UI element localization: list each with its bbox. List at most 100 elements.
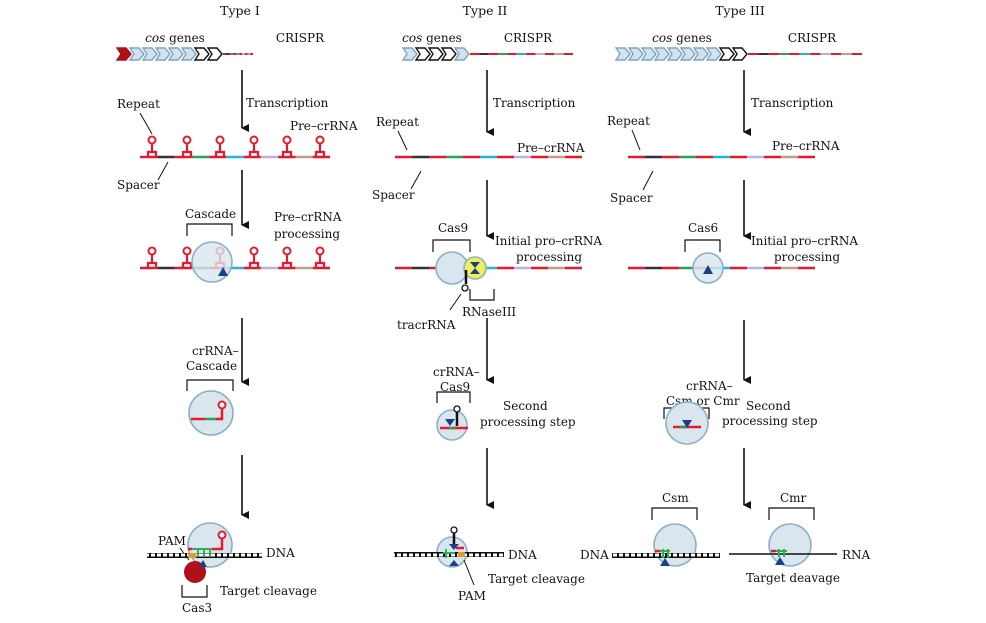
pam-label-1: PAM [158,534,186,548]
pre-crrna-processing-label-b: processing [274,227,340,241]
cascade-label: Cascade [185,207,236,221]
cas-gene [614,47,631,61]
cascade-bracket [186,223,233,236]
cas-gene [180,47,197,61]
repeat-hairpin-loop [147,135,157,145]
cos-genes-label-2: cos genes [402,31,462,45]
title-type-3: Type III [715,3,765,18]
rnaseiii-label: RNaseIII [462,305,516,319]
repeat-hairpin-stem [248,143,260,157]
pam-pointer-2 [463,559,475,586]
crrna-csm-cmr-label-a: crRNA– [686,379,733,393]
transcription-label-3: Transcription [751,96,834,110]
cas-gene [692,47,709,61]
hairpin-loop [217,400,227,410]
cas-gene [705,47,722,61]
cas-gene-outlined [427,47,444,61]
base-pairing-csm [660,549,670,558]
spacer-pointer-3 [642,170,654,191]
cos-genes-label-3: cos genes [652,31,712,45]
type-2-target-complex [394,526,504,568]
initial-processing-label-3b: processing [774,250,840,264]
initial-processing-label-2b: processing [516,250,582,264]
dna-label-1: DNA [266,546,295,560]
crrna-repeat-stem [216,408,224,421]
title-type-1: Type I [220,3,260,18]
cas-gene [640,47,657,61]
cas-gene-cluster-type-3 [614,47,748,61]
cascade-protein-bound [187,522,233,568]
cas-gene [141,47,158,61]
rnaseiii-cleavage-icon [470,262,480,274]
cas6-complex [692,252,724,284]
pre-crrna-processing-1 [140,241,330,283]
base-pairing-2 [443,549,455,558]
process-arrows [241,70,751,519]
base-pairing [192,548,212,557]
repeat-hairpin-stem [281,254,293,268]
cas-gene-outlined [718,47,735,61]
cleavage-triangle-3 [703,265,713,274]
repeat-hairpin-loop [315,246,325,256]
cmr-target-complex [729,523,837,567]
tracrrna-label: tracrRNA [397,318,456,332]
tracrrna-loop-3 [450,526,458,534]
pam-site-2 [458,552,465,557]
rnaseiii-bracket [469,289,495,301]
repeat-hairpin-stem [214,143,226,157]
cas-gene-outlined [414,47,431,61]
repeat-hairpin-stem [146,254,158,268]
repeat-hairpin-loop [282,135,292,145]
csm-target-complex [612,523,720,567]
cas-gene [627,47,644,61]
repeat-hairpin-loop [315,135,325,145]
cas-gene [653,47,670,61]
cas3-bracket [181,585,208,598]
repeat-hairpin-stem [181,143,193,157]
crrna-csm-cmr-complex [665,401,709,445]
dna-duplex-2 [394,552,504,557]
cas-gene-outlined [731,47,748,61]
pre-crrna-label-2: Pre–crRNA [517,141,585,155]
cas-gene [666,47,683,61]
crispr-label-3: CRISPR [788,31,837,45]
cas-gene-cluster-type-2 [401,47,470,61]
initial-processing-label-3a: Initial pro–crRNA [751,234,858,248]
spacer-label-1: Spacer [117,178,160,192]
crrna-cas9-label-a: crRNA– [433,365,480,379]
repeat-hairpin-stem [248,254,260,268]
cleavage-triangle-1 [199,560,207,567]
crrna-cascade-complex [188,390,234,436]
transcription-label-1: Transcription [246,96,329,110]
repeat-hairpin-stem [314,254,326,268]
crrna-stem [212,538,224,551]
cas-gene [128,47,145,61]
cas-gene [154,47,171,61]
spacer-label-3: Spacer [610,191,653,205]
repeat-hairpin-loop [215,135,225,145]
repeat-hairpin-loop [249,246,259,256]
crrna-cascade-label-a: crRNA– [192,344,239,358]
cas6-bracket [684,239,721,252]
second-step-label-3a: Second [746,399,791,413]
cascade-protein [188,390,234,436]
repeat-hairpin-stem [146,143,158,157]
repeat-hairpin-loop [282,246,292,256]
repeat-pointer-3 [631,129,641,151]
repeat-hairpin-loop [147,246,157,256]
second-step-label-2a: Second [503,399,548,413]
crrna-cas9-label-b: Cas9 [440,380,470,394]
csm-protein [653,523,697,567]
cleavage-triangle-4 [682,420,692,428]
cos-genes-label-1: cos genes [145,31,205,45]
cas-gene-cluster-type-1 [115,47,223,61]
repeat-hairpin-stem [281,143,293,157]
second-step-label-2b: processing step [480,415,576,429]
repeat-label-3: Repeat [607,114,650,128]
cas9-bracket-1 [432,239,471,252]
cas-gene [453,47,470,61]
cmr-label: Cmr [780,491,807,505]
pre-crrna-label-3: Pre–crRNA [772,139,840,153]
transcription-label-2: Transcription [493,96,576,110]
cleavage-triangle-2 [445,419,455,426]
